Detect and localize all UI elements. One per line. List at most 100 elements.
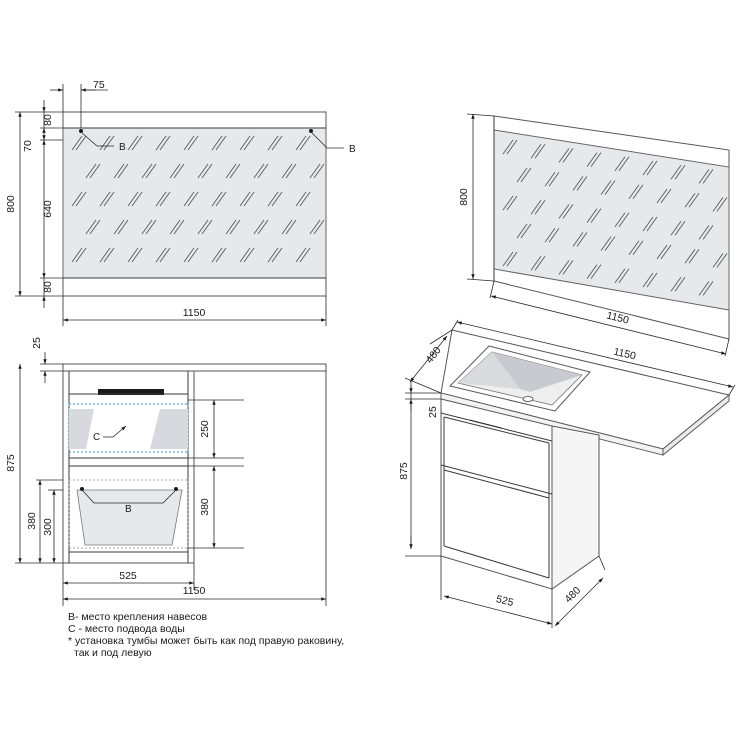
mirror-hatch-stroke [75, 191, 87, 207]
dim-25-front: 25 [31, 337, 43, 349]
mirror-hatch-stroke [183, 247, 195, 263]
dim-70: 70 [22, 140, 34, 152]
mirror-hatch-stroke [562, 148, 574, 163]
mirror-hatch-stroke [618, 268, 630, 284]
mirror-hatch-stroke [618, 156, 630, 172]
mirror-hatch-stroke [530, 255, 542, 271]
mirror-hatch-stroke [604, 236, 616, 251]
mirror-hatch-stroke [313, 219, 325, 235]
mirror-hatch-stroke [131, 135, 143, 151]
mirror-hatch-stroke [562, 260, 574, 275]
cabinet-front-view: B C 25 875 250 380 380 300 [5, 337, 327, 606]
mirror-hatch-stroke [113, 163, 125, 179]
mirror-hatch-stroke [113, 219, 125, 235]
mirror-hatch-stroke [187, 135, 199, 151]
cabinet-isometric-view: 480 1150 25 875 525 480 [398, 319, 736, 628]
mirror-hatch-stroke [243, 191, 255, 207]
mirror-hatch-stroke [131, 191, 143, 207]
label-b-1: B [119, 142, 126, 153]
mirror-hatch-stroke [141, 219, 153, 235]
mirror-front-view: B B 75 800 80 70 640 80 1150 [5, 79, 356, 326]
mirror-hatch-stroke [281, 219, 293, 235]
mirror-hatch-stroke [229, 163, 241, 179]
mirror-hatch-stroke [586, 152, 598, 167]
legend: B- место крепления навесов C - место под… [68, 611, 344, 659]
mirror-hatch-stroke [712, 253, 724, 268]
mirror-hatch-stroke [506, 139, 518, 155]
mirror-hatch-stroke [506, 251, 518, 267]
dim-525-iso: 525 [495, 593, 515, 609]
dim-380-right: 380 [199, 498, 211, 516]
mirror-hatch-stroke [628, 184, 640, 200]
mirror-hatch-stroke [257, 219, 269, 235]
mirror-hatch-stroke [285, 163, 297, 179]
mirror-hatch-stroke [506, 195, 518, 211]
mirror-hatch-stroke [239, 247, 251, 263]
drawer-box [76, 489, 183, 546]
mirror-hatch-stroke [590, 152, 602, 167]
mirror-hatch-stroke [211, 191, 223, 207]
dim-640: 640 [42, 200, 54, 218]
mirror-hatch-stroke [712, 197, 724, 212]
label-c: C [93, 432, 100, 443]
mirror-hatch-stroke [201, 219, 213, 235]
mirror-hatch-stroke [520, 223, 532, 239]
mirror-hatch-stroke [716, 197, 728, 212]
cabinet-iso-side [551, 425, 600, 590]
mirror-hatch-stroke [99, 135, 111, 151]
mirror-hatch-stroke [75, 135, 87, 151]
mirror-hatch-stroke [502, 195, 514, 211]
mirror-hatch-stroke [642, 160, 654, 176]
mirror-hatch-stroke [502, 139, 514, 155]
dim-25-iso: 25 [427, 406, 439, 418]
hanger-point-drawer-right [174, 487, 178, 491]
mirror-hatch-stroke [85, 219, 97, 235]
mirror-hatch-stroke [159, 247, 171, 263]
mirror-hatch-stroke [155, 247, 167, 263]
mirror-hatch-stroke [239, 135, 251, 151]
mirror-hatch-stroke [702, 225, 714, 240]
mirror-hatch-stroke [243, 247, 255, 263]
mirror-hatch-stroke [253, 163, 265, 179]
mirror-hatch-stroke [169, 163, 181, 179]
label-b-2: B [349, 144, 356, 155]
mirror-hatch-stroke [267, 191, 279, 207]
mirror-hatch-stroke [295, 247, 307, 263]
mirror-hatch-stroke [590, 208, 602, 223]
mirror-hatch-stroke [520, 167, 532, 183]
mirror-hatch-stroke [71, 135, 83, 151]
mirror-hatch-stroke [628, 240, 640, 256]
mirror-hatch-stroke [103, 247, 115, 263]
mirror-hatch-stroke [614, 156, 626, 172]
mirror-iso-hatching [502, 139, 728, 296]
mirror-hatch-stroke [159, 191, 171, 207]
mirror-hatch-stroke [576, 232, 588, 247]
mirror-hatch-stroke [127, 247, 139, 263]
mirror-hatch-stroke [530, 143, 542, 159]
mirror-hatch-stroke [572, 232, 584, 247]
mirror-hatch-stroke [85, 163, 97, 179]
mirror-hatch-stroke [155, 135, 167, 151]
mirror-isometric-view: 800 1150 [458, 113, 730, 357]
mirror-hatch-stroke [267, 135, 279, 151]
mirror-hatch-stroke [243, 135, 255, 151]
mirror-hatch-stroke [698, 169, 710, 184]
mirror-hatch-stroke [201, 163, 213, 179]
dim-800-iso: 800 [458, 188, 470, 206]
mirror-hatch-stroke [117, 219, 129, 235]
mirror-hatch-stroke [173, 163, 185, 179]
mirror-hatch-stroke [614, 212, 626, 228]
mirror-hatch-stroke [169, 219, 181, 235]
legend-line-4: так и под левую [74, 647, 152, 659]
mirror-hatch-stroke [702, 281, 714, 296]
dim-1150-iso-top: 1150 [612, 346, 637, 363]
mirror-hatch-stroke [183, 135, 195, 151]
mirror-hatch-stroke [530, 199, 542, 215]
mirror-hatch-stroke [548, 171, 560, 187]
mirror-hatch-stroke [674, 220, 686, 236]
mirror-hatch-stroke [309, 219, 321, 235]
mirror-hatch-stroke [670, 276, 682, 292]
mirror-hatch-stroke [586, 264, 598, 279]
mirror-hatch-stroke [215, 191, 227, 207]
